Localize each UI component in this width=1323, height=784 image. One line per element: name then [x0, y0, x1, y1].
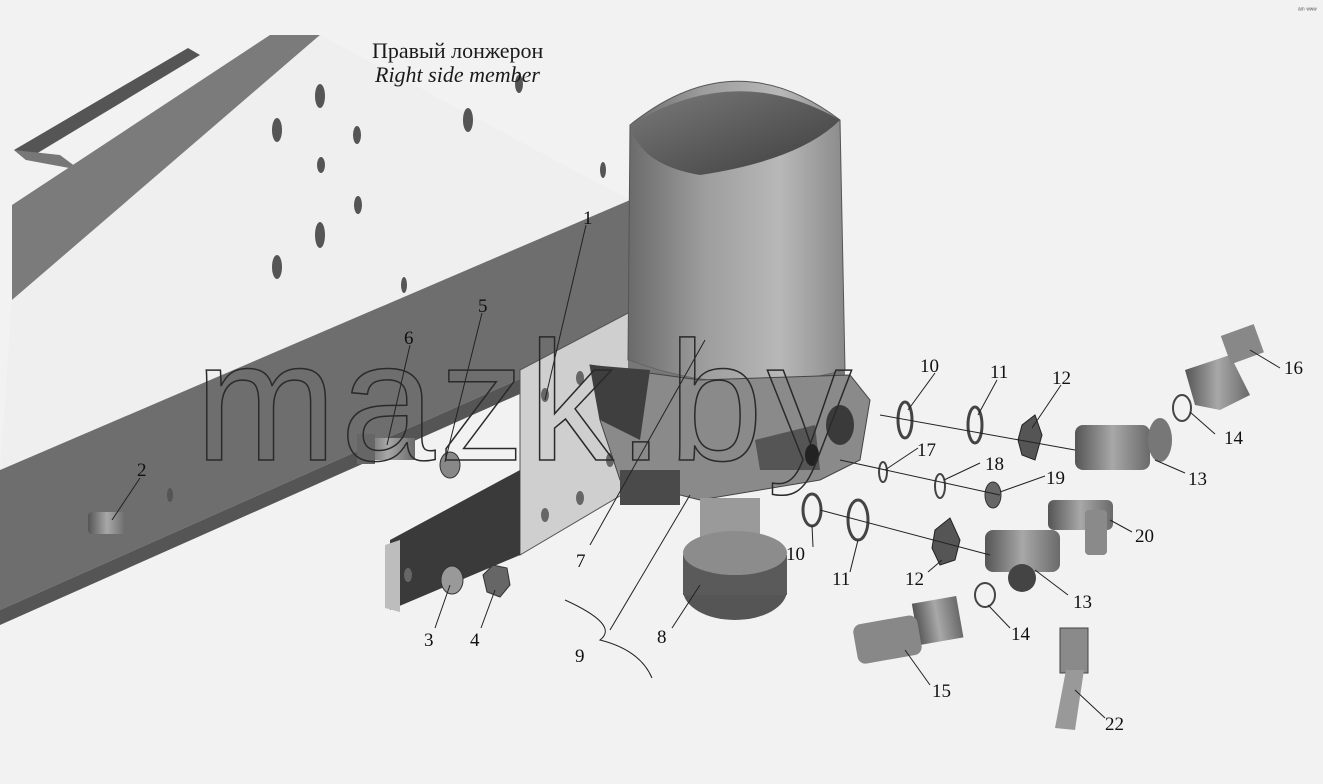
seal-ring-part-10b: [801, 492, 823, 528]
part-label-10b: 10: [786, 544, 805, 565]
part-label-17: 17: [917, 440, 936, 461]
part-label-13b: 13: [1073, 592, 1092, 613]
rail-holes: [167, 75, 606, 502]
corner-mark: ᵃᵐ ʷʷʷ: [1298, 7, 1317, 14]
pin-part-2: [88, 512, 126, 534]
dryer-valve-body: [589, 364, 871, 620]
leader-lines: [111, 224, 1281, 719]
nut-part-4: [482, 564, 511, 598]
part-label-8: 8: [657, 627, 667, 648]
part-label-16: 16: [1284, 358, 1303, 379]
part-label-14b: 14: [1011, 624, 1031, 645]
elbow-fitting-part-20: [1048, 500, 1113, 555]
seal-ring-part-11a: [966, 405, 984, 445]
nut-part-12a: [1017, 414, 1043, 461]
part-label-12b: 12: [905, 569, 924, 590]
part-label-5: 5: [478, 296, 488, 317]
washer-part-5: [439, 451, 461, 479]
part-label-20: 20: [1135, 526, 1154, 547]
part-label-6: 6: [404, 328, 414, 349]
seal-part-17: [878, 461, 888, 483]
part-label-18: 18: [985, 454, 1004, 475]
part-label-14a: 14: [1224, 428, 1244, 449]
part-label-11a: 11: [990, 362, 1008, 383]
part-label-4: 4: [470, 630, 480, 651]
part-label-22: 22: [1105, 714, 1124, 735]
part-label-19: 19: [1046, 468, 1065, 489]
part-label-3: 3: [424, 630, 434, 651]
caption-russian: Правый лонжерон: [372, 38, 544, 63]
part-label-7: 7: [576, 551, 586, 572]
seal-part-18: [934, 473, 946, 499]
part-label-12a: 12: [1052, 368, 1071, 389]
nut-part-12b: [931, 517, 961, 566]
o-ring-part-14b: [974, 582, 996, 608]
fitting-part-15: [853, 595, 964, 664]
part-label-2: 2: [137, 460, 147, 481]
fitting-part-16: [1185, 324, 1264, 410]
seal-ring-part-10a: [896, 400, 914, 440]
watermark: mazk.by: [195, 307, 856, 497]
elbow-fitting-part-13b: [985, 530, 1060, 592]
part-label-9: 9: [575, 646, 585, 667]
elbow-fitting-part-13a: [1075, 418, 1172, 470]
part-label-13a: 13: [1188, 469, 1207, 490]
bolt-part-6: [357, 434, 415, 464]
plug-part-19: [984, 481, 1002, 509]
hose-part-22: [1055, 627, 1089, 730]
washer-part-3: [440, 565, 464, 595]
part-label-15: 15: [932, 681, 951, 702]
side-member-rail: [0, 35, 630, 625]
part-label-11b: 11: [832, 569, 850, 590]
o-ring-part-14a: [1172, 394, 1192, 422]
part-label-10a: 10: [920, 356, 939, 377]
caption-english: Right side member: [374, 62, 540, 87]
part-labels: 1 2 3 4 5 6 7 8 9 10 10 11 11 12 12 13 1…: [137, 208, 1303, 735]
part-label-1: 1: [583, 208, 593, 229]
